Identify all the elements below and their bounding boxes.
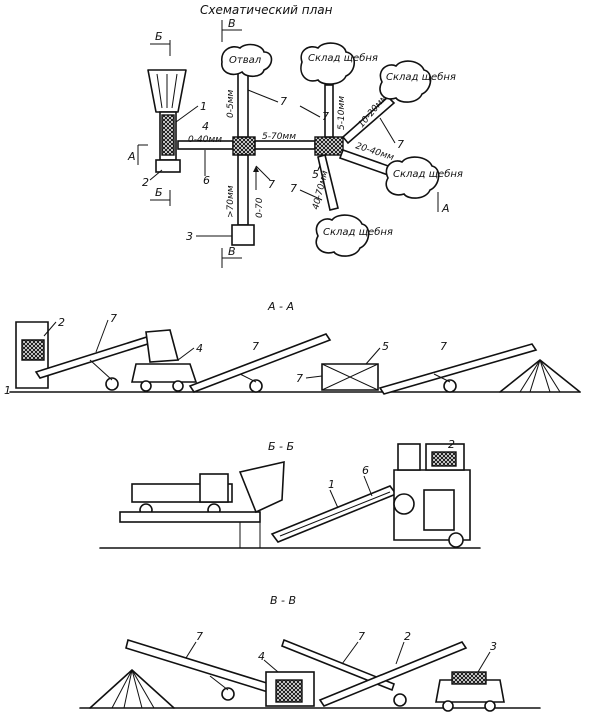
plan-number-3: 3 <box>186 230 193 243</box>
bb-number-2: 2 <box>448 438 455 451</box>
plan-size-0-40: 0-40мм <box>188 135 222 145</box>
plan-number-7e: 7 <box>268 178 275 191</box>
cloud-label-sklad-right: Склад щебня <box>393 168 463 180</box>
vv-number-2: 2 <box>404 630 411 643</box>
section-mark-b-bottom: Б <box>155 186 163 199</box>
section-aa-title: А - А <box>267 300 294 313</box>
section-mark-v-bottom: В <box>228 245 236 258</box>
plan-number-7b: 7 <box>322 110 329 123</box>
aa-number-7c: 7 <box>296 372 303 385</box>
plan-number-6: 6 <box>203 174 210 187</box>
plan-number-1: 1 <box>200 100 207 113</box>
vv-number-7a: 7 <box>196 630 203 643</box>
section-bb: Б - Б 1 6 2 <box>99 438 481 549</box>
section-aa: А - А 2 1 7 4 7 5 7 <box>4 300 581 397</box>
plan-number-7d: 7 <box>290 182 297 195</box>
page-title: Схематический план <box>200 3 333 17</box>
aa-number-7d: 7 <box>440 340 447 353</box>
cloud-sklad-top: Склад щебня <box>300 42 378 85</box>
plan-size-0-5: 0-5мм <box>226 90 236 118</box>
section-vv: В - В 7 4 7 2 3 <box>79 594 541 712</box>
plan-size-0-70: 0-70 <box>255 197 265 218</box>
bb-number-6: 6 <box>362 464 369 477</box>
aa-number-7b: 7 <box>252 340 259 353</box>
cloud-sklad-right-top: Склад щебня <box>379 60 456 103</box>
aa-number-5: 5 <box>382 340 389 353</box>
cloud-sklad-bottom: Склад щебня <box>315 214 393 257</box>
vv-number-4: 4 <box>258 650 265 663</box>
section-mark-a-right: А <box>441 202 450 215</box>
cloud-otval: Отвал <box>221 43 273 78</box>
plan-number-7c: 7 <box>397 138 404 151</box>
plan-number-2: 2 <box>142 176 149 189</box>
plan-size-gt70: >70мм <box>226 185 236 218</box>
cloud-label-sklad-top-1: Склад щебня <box>308 52 378 64</box>
section-mark-a-left: А <box>127 150 136 163</box>
plan-number-4: 4 <box>202 120 209 133</box>
section-bb-title: Б - Б <box>268 440 294 453</box>
aa-number-7a: 7 <box>110 312 117 325</box>
cloud-sklad-right: Склад щебня <box>385 156 463 199</box>
aa-number-1: 1 <box>4 384 11 397</box>
bb-number-1: 1 <box>328 478 335 491</box>
cloud-label-sklad-right-top: Склад щебня <box>386 71 456 83</box>
cloud-label-sklad-bottom: Склад щебня <box>323 226 393 238</box>
plan-number-5: 5 <box>312 168 319 181</box>
section-mark-v-top: В <box>228 17 236 30</box>
plan-number-7a: 7 <box>280 95 287 108</box>
plan-size-5-70: 5-70мм <box>262 132 296 142</box>
aa-number-2: 2 <box>58 316 65 329</box>
plan-view: В В Б Б А А 1 2 4 0-40мм 6 <box>127 17 463 268</box>
section-vv-title: В - В <box>270 594 296 607</box>
vv-number-3: 3 <box>490 640 497 653</box>
aa-number-4: 4 <box>196 342 203 355</box>
plan-size-5-10: 5-10мм <box>337 96 347 130</box>
section-mark-b-top: Б <box>155 30 163 43</box>
cloud-label-otval: Отвал <box>229 55 262 66</box>
vv-number-7b: 7 <box>358 630 365 643</box>
